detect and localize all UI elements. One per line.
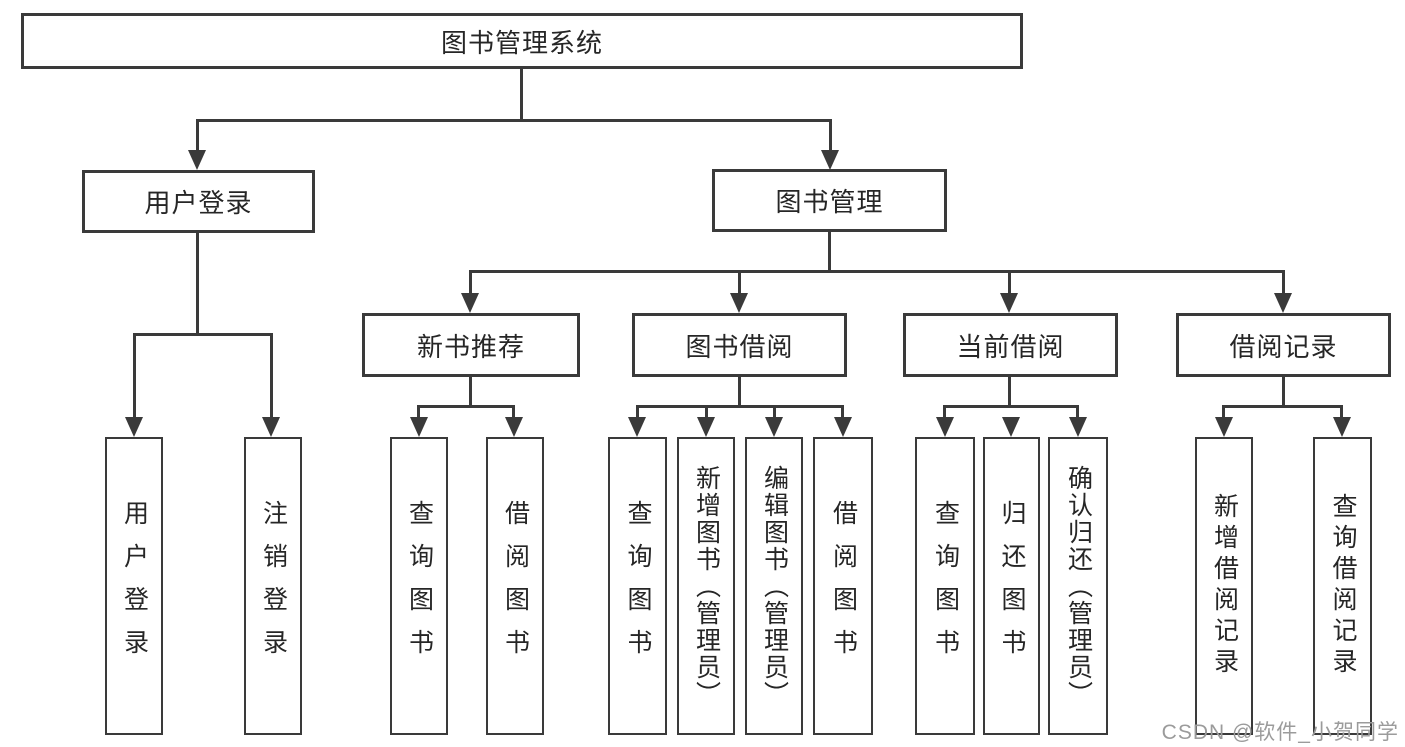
connector-line bbox=[520, 69, 523, 122]
leaf-edit-book-admin-label: 编辑图书（管理员） bbox=[760, 464, 789, 708]
leaf-add-book-admin-label: 新增图书（管理员） bbox=[692, 464, 721, 708]
node-new-book-recommend: 新书推荐 bbox=[362, 313, 580, 377]
leaf-return-books: 归还图书 bbox=[983, 437, 1040, 735]
leaf-borrow-books-1-label: 借阅图书 bbox=[501, 500, 530, 672]
csdn-watermark: CSDN @软件_小贺同学 bbox=[1161, 721, 1399, 744]
leaf-borrow-books-2: 借阅图书 bbox=[813, 437, 873, 735]
node-root: 图书管理系统 bbox=[21, 13, 1023, 69]
arrowhead-icon bbox=[628, 417, 646, 437]
connector-line bbox=[705, 405, 708, 419]
connector-line bbox=[469, 270, 472, 295]
node-book-management: 图书管理 bbox=[712, 169, 947, 232]
arrowhead-icon bbox=[834, 417, 852, 437]
connector-line bbox=[829, 119, 832, 152]
arrowhead-icon bbox=[125, 417, 143, 437]
connector-line bbox=[512, 405, 515, 419]
connector-line bbox=[1222, 405, 1225, 419]
node-book-management-label: 图书管理 bbox=[775, 187, 884, 217]
node-current-borrow: 当前借阅 bbox=[903, 313, 1118, 377]
arrowhead-icon bbox=[505, 417, 523, 437]
connector-line bbox=[1008, 377, 1011, 408]
node-book-borrow: 图书借阅 bbox=[632, 313, 847, 377]
leaf-user-login-label: 用户登录 bbox=[120, 500, 149, 672]
arrowhead-icon bbox=[410, 417, 428, 437]
connector-line bbox=[1340, 405, 1343, 419]
leaf-query-books-2-label: 查询图书 bbox=[624, 500, 652, 672]
arrowhead-icon bbox=[1333, 417, 1351, 437]
connector-line bbox=[943, 405, 946, 419]
leaf-add-borrow-record-label: 新增借阅记录 bbox=[1210, 493, 1239, 679]
arrowhead-icon bbox=[1000, 293, 1018, 313]
leaf-query-books-1-label: 查询图书 bbox=[405, 500, 434, 672]
node-user-login-label: 用户登录 bbox=[144, 188, 253, 218]
leaf-logout: 注销登录 bbox=[244, 437, 302, 735]
connector-line bbox=[133, 333, 136, 419]
connector-line bbox=[828, 232, 831, 273]
connector-line bbox=[1076, 405, 1079, 419]
leaf-return-books-label: 归还图书 bbox=[998, 500, 1026, 672]
leaf-logout-label: 注销登录 bbox=[259, 500, 288, 672]
connector-line bbox=[636, 405, 639, 419]
leaf-user-login: 用户登录 bbox=[105, 437, 163, 735]
arrowhead-icon bbox=[1274, 293, 1292, 313]
connector-line bbox=[417, 405, 515, 408]
arrowhead-icon bbox=[262, 417, 280, 437]
node-book-borrow-label: 图书借阅 bbox=[685, 331, 794, 362]
connector-line bbox=[636, 405, 844, 408]
leaf-query-books-3-label: 查询图书 bbox=[931, 500, 960, 672]
arrowhead-icon bbox=[1215, 417, 1233, 437]
connector-line bbox=[1282, 270, 1285, 295]
leaf-borrow-books-1: 借阅图书 bbox=[486, 437, 544, 735]
arrowhead-icon bbox=[1069, 417, 1087, 437]
arrowhead-icon bbox=[697, 417, 715, 437]
leaf-borrow-books-2-label: 借阅图书 bbox=[829, 500, 858, 672]
arrowhead-icon bbox=[936, 417, 954, 437]
connector-line bbox=[738, 377, 741, 408]
arrowhead-icon bbox=[821, 150, 839, 170]
leaf-add-borrow-record: 新增借阅记录 bbox=[1195, 437, 1253, 735]
connector-line bbox=[270, 333, 273, 419]
leaf-query-borrow-record-label: 查询借阅记录 bbox=[1329, 493, 1357, 679]
connector-line bbox=[196, 119, 199, 152]
connector-line bbox=[196, 233, 199, 336]
connector-line bbox=[841, 405, 844, 419]
connector-line bbox=[197, 119, 832, 122]
leaf-add-book-admin: 新增图书（管理员） bbox=[677, 437, 735, 735]
leaf-query-borrow-record: 查询借阅记录 bbox=[1313, 437, 1372, 735]
arrowhead-icon bbox=[188, 150, 206, 170]
arrowhead-icon bbox=[730, 293, 748, 313]
node-current-borrow-label: 当前借阅 bbox=[956, 331, 1065, 362]
arrowhead-icon bbox=[461, 293, 479, 313]
leaf-confirm-return-admin: 确认归还（管理员） bbox=[1048, 437, 1108, 735]
leaf-query-books-2: 查询图书 bbox=[608, 437, 667, 735]
node-borrow-records-label: 借阅记录 bbox=[1229, 331, 1338, 362]
arrowhead-icon bbox=[765, 417, 783, 437]
connector-line bbox=[469, 377, 472, 408]
leaf-query-books-1: 查询图书 bbox=[390, 437, 448, 735]
connector-line bbox=[469, 270, 1285, 273]
leaf-query-books-3: 查询图书 bbox=[915, 437, 975, 735]
connector-line bbox=[1282, 377, 1285, 408]
connector-line bbox=[1222, 405, 1343, 408]
node-borrow-records: 借阅记录 bbox=[1176, 313, 1391, 377]
node-root-label: 图书管理系统 bbox=[440, 27, 603, 58]
node-user-login: 用户登录 bbox=[82, 170, 315, 233]
connector-line bbox=[773, 405, 776, 419]
connector-line bbox=[738, 270, 741, 295]
connector-line bbox=[1008, 270, 1011, 295]
node-new-book-recommend-label: 新书推荐 bbox=[416, 331, 525, 362]
connector-line bbox=[943, 405, 1079, 408]
connector-line bbox=[133, 333, 273, 336]
arrowhead-icon bbox=[1002, 417, 1020, 437]
leaf-confirm-return-admin-label: 确认归还（管理员） bbox=[1064, 464, 1093, 708]
leaf-edit-book-admin: 编辑图书（管理员） bbox=[745, 437, 803, 735]
connector-line bbox=[417, 405, 420, 419]
